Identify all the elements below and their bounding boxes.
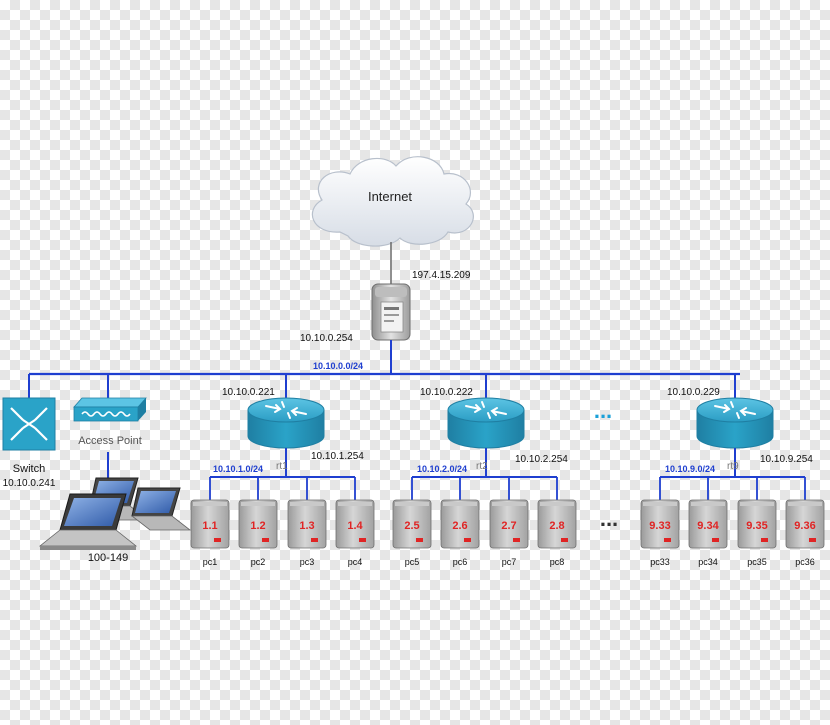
pc-name-label: pc34 [698, 557, 718, 567]
switch-icon [2, 397, 56, 451]
internet-label: Internet [368, 189, 412, 204]
subnet-network-label: 10.10.2.0/24 [417, 464, 467, 474]
router-icon [447, 397, 525, 449]
pc-name-label: pc2 [251, 557, 266, 567]
pc-name-label: pc4 [348, 557, 363, 567]
pc-tower-icon [785, 499, 825, 549]
subnet-network-label: 10.10.9.0/24 [665, 464, 715, 474]
main-network-label: 10.10.0.0/24 [313, 361, 363, 371]
pc-name-label: pc1 [203, 557, 218, 567]
router-upstream-ip: 10.10.0.229 [667, 387, 720, 398]
router-name-label: rt1 [276, 461, 288, 472]
router-name-label: rt9 [727, 461, 739, 472]
router-ellipsis: ... [594, 398, 612, 423]
server-tower-icon [371, 283, 411, 341]
pc-number-label: 9.35 [746, 520, 767, 532]
pc-name-label: pc8 [550, 557, 565, 567]
pc-tower-icon [640, 499, 680, 549]
pc-name-label: pc35 [747, 557, 767, 567]
pc-number-label: 2.8 [549, 520, 564, 532]
pc-tower-icon [335, 499, 375, 549]
pc-tower-icon [392, 499, 432, 549]
laptop-icon [130, 487, 192, 531]
pc-tower-icon [537, 499, 577, 549]
pc-number-label: 9.36 [794, 520, 815, 532]
router-gateway-ip: 10.10.2.254 [515, 454, 568, 465]
router-upstream-ip: 10.10.0.221 [222, 387, 275, 398]
subnet-network-label: 10.10.1.0/24 [213, 464, 263, 474]
public-ip-label: 197.4.15.209 [412, 270, 471, 281]
pc-name-label: pc33 [650, 557, 670, 567]
pc-name-label: pc5 [405, 557, 420, 567]
pc-name-label: pc6 [453, 557, 468, 567]
pc-number-label: 1.3 [299, 520, 314, 532]
router-gateway-ip: 10.10.9.254 [760, 454, 813, 465]
pc-number-label: 1.4 [347, 520, 363, 532]
pc-tower-icon [190, 499, 230, 549]
pc-tower-icon [287, 499, 327, 549]
pc-number-label: 2.7 [501, 520, 516, 532]
pc-tower-icon [238, 499, 278, 549]
router-icon [696, 397, 774, 449]
pc-number-label: 9.33 [649, 520, 670, 532]
pc-name-label: pc7 [502, 557, 517, 567]
router-icon [247, 397, 325, 449]
access-point-label: Access Point [78, 435, 142, 447]
pc-number-label: 2.5 [404, 520, 419, 532]
pc-number-label: 1.2 [250, 520, 265, 532]
pc-number-label: 1.1 [202, 520, 217, 532]
router-groups: 10.10.0.221 10.10.1.254 10.10.1.0/24 rt1 1.1… [190, 374, 825, 567]
pc-name-label: pc3 [300, 557, 315, 567]
laptop-icon [38, 493, 138, 550]
router-group: 10.10.0.229 10.10.9.254 10.10.9.0/24 rt9 9.3… [640, 374, 825, 567]
pc-number-label: 2.6 [452, 520, 467, 532]
pc-tower-icon [489, 499, 529, 549]
pc-ellipsis: ... [600, 506, 618, 531]
gateway-ip-label: 10.10.0.254 [300, 333, 353, 344]
router-upstream-ip: 10.10.0.222 [420, 387, 473, 398]
router-group: 10.10.0.221 10.10.1.254 10.10.1.0/24 rt1 1.1… [190, 374, 375, 567]
internet-cloud-icon [311, 156, 474, 247]
switch-label: Switch [13, 463, 45, 475]
pc-tower-icon [440, 499, 480, 549]
clients-range-label: 100-149 [88, 552, 128, 564]
router-group: 10.10.0.222 10.10.2.254 10.10.2.0/24 rt2 2.5… [392, 374, 577, 567]
pc-number-label: 9.34 [697, 520, 719, 532]
access-point-icon [73, 397, 147, 422]
router-gateway-ip: 10.10.1.254 [311, 451, 364, 462]
pc-tower-icon [737, 499, 777, 549]
pc-tower-icon [688, 499, 728, 549]
pc-name-label: pc36 [795, 557, 815, 567]
router-name-label: rt2 [476, 461, 488, 472]
switch-ip-label: 10.10.0.241 [3, 478, 56, 489]
